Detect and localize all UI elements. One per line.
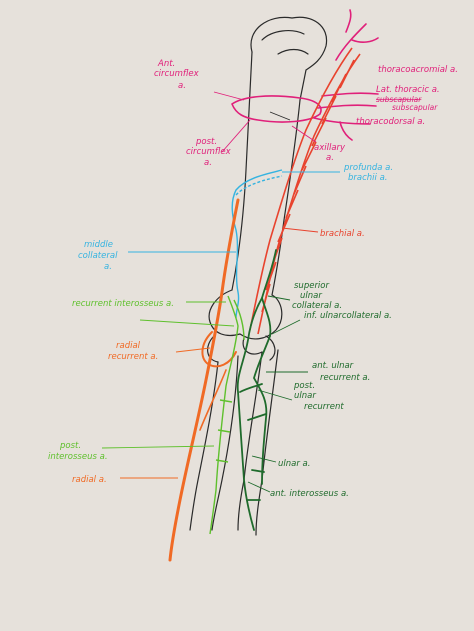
profunda-brachii-artery	[231, 169, 283, 319]
elbow-detail	[207, 335, 276, 363]
label-middle-collateral: middle collateral a.	[78, 240, 120, 272]
humerus-head	[250, 16, 328, 101]
label-lat-thoracic: Lat. thoracic a.	[376, 85, 440, 95]
label-ant-interosseus: ant. interosseus a.	[270, 489, 349, 499]
thoracoacromial-branch	[335, 9, 379, 61]
label-profunda-brachii: profunda a. brachii a.	[343, 163, 396, 183]
thoracodorsal-branch	[313, 117, 371, 141]
label-subscapular: subscapular	[392, 103, 438, 112]
label-radial: radial a.	[72, 475, 107, 485]
subscapular-branch	[317, 104, 377, 109]
label-thoracodorsal: thoracodorsal a.	[356, 117, 425, 127]
label-ant-circumflex: Ant. circumflex a.	[154, 59, 201, 91]
humerus-head-detail	[261, 30, 309, 55]
label-thoracoacromial: thoracoacromial a.	[378, 65, 458, 75]
ulnar-arteries	[236, 249, 277, 531]
axillary-branches	[231, 9, 379, 141]
circumflex-loop	[231, 95, 322, 123]
label-ant-ulnar-recurrent: ant. ulnar recurrent a.	[312, 361, 370, 383]
radial-recurrent-loop	[201, 331, 237, 368]
radial-artery	[168, 198, 240, 562]
axillary-brachial-artery	[249, 47, 361, 335]
radial-lower-branch	[199, 369, 227, 431]
interosseus-arteries	[209, 295, 245, 535]
label-recurrent-interosseus: recurrent interosseus a.	[72, 299, 174, 309]
label-post-ulnar-recurrent: post. ulnar recurrent	[293, 381, 344, 412]
label-post-circumflex: post. circumflex a.	[186, 137, 233, 168]
label-superior-ulnar-collateral: superior ulnar collateral a.	[292, 281, 342, 311]
label-axillary: axillary a.	[314, 143, 348, 163]
label-post-interosseus: post. interosseus a.	[48, 441, 108, 462]
label-brachial: brachial a.	[320, 229, 365, 239]
label-ulnar: ulnar a.	[278, 459, 310, 469]
lat-thoracic-branch	[321, 92, 379, 97]
label-inf-ulnar-collateral: inf. ulnarcollateral a.	[304, 311, 392, 321]
leader-lines	[101, 91, 340, 493]
humerus-shaft-left	[231, 51, 253, 291]
ulna-bone	[237, 349, 279, 536]
elbow-joint	[208, 289, 283, 340]
humerus-shaft-right	[271, 99, 301, 296]
label-subscapular-struck: subscapular	[376, 95, 422, 104]
radius-bone	[189, 355, 239, 531]
label-radial-recurrent: radial recurrent a.	[108, 341, 158, 362]
